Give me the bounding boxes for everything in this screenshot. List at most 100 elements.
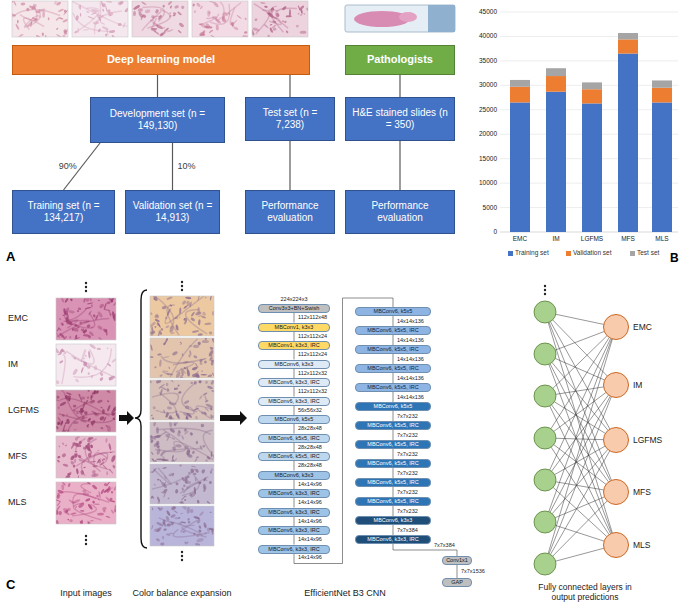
bar-segment [546, 68, 566, 76]
node-text: MBConv6, k3x3, IRC [268, 546, 319, 553]
node-text: MBConv1, k3x3 [275, 324, 314, 331]
connector [457, 565, 458, 578]
process-box: Training set (n = 134,217) [12, 190, 115, 234]
connector [393, 373, 394, 383]
connector [393, 525, 394, 535]
category-label: MLS [655, 235, 668, 242]
node-text: MBConv6, k3x3, IRC [268, 398, 319, 405]
node-text: MBConv6, k5x5, IRC [367, 498, 418, 505]
bar-segment [652, 80, 672, 87]
node-text: Deep learning model [107, 53, 215, 66]
cnn-block: MBConv6, k5x5, IRC [355, 364, 431, 373]
image-border [56, 436, 116, 478]
cnn-block: MBConv6, k5x5, IRC [355, 383, 431, 392]
panel-caption: EfficientNet B3 CNN [304, 588, 385, 598]
panel-letter: A [6, 250, 15, 265]
process-box: Development set (n = 149,130) [90, 97, 225, 143]
cnn-block: MBConv6, k5x5, IRC [355, 497, 431, 506]
cnn-block: MBConv6, k3x3, IRC [258, 378, 330, 387]
node-text: MBConv6, k5x5 [275, 416, 314, 423]
node-text: MBConv6, k3x3 [374, 517, 413, 524]
output-node: MLS [602, 531, 666, 559]
node-text: Validation set (n = 14,913) [132, 200, 213, 224]
bar-segment [510, 80, 530, 87]
image-border [150, 338, 214, 378]
node-text: MBConv6, k5x5, IRC [367, 384, 418, 391]
hidden-neurons [534, 301, 556, 575]
output-node: EMC [602, 313, 666, 341]
node-text: H&E stained slides (n = 350) [352, 107, 448, 131]
cnn-block: MBConv6, k3x3 [355, 516, 431, 525]
edge-label: 14x14x136 [397, 356, 424, 363]
tissue-image [72, 1, 128, 37]
bar-segment [582, 103, 602, 232]
axis-tick-label: 5000 [483, 204, 497, 211]
output-circle [602, 313, 630, 341]
process-box: Validation set (n = 14,913) [125, 190, 220, 234]
image-border [150, 506, 214, 546]
legend-swatch [630, 251, 635, 256]
node-text: Conv1x1 [446, 557, 468, 564]
legend-entry: Training set [508, 249, 549, 257]
edge-label: 7x7x232 [397, 489, 418, 496]
edge-label: 56x56x32 [298, 407, 322, 414]
flow-arrow [119, 411, 134, 425]
node-text: MBConv6, k5x5, IRC [367, 346, 418, 353]
cnn-block: MBConv6, k5x5, IRC [355, 326, 431, 335]
edge-label: 14x14x96 [298, 536, 322, 543]
row-label: MFS [8, 451, 27, 461]
node-text: MBConv6, k5x5, IRC [367, 441, 418, 448]
connector [294, 443, 295, 453]
connector [393, 506, 394, 516]
process-box: Performance evaluation [245, 190, 335, 234]
node-text: EMC [633, 322, 652, 332]
legend-text: Test set [637, 249, 659, 257]
process-box: H&E stained slides (n = 350) [345, 97, 455, 141]
edge-label: 7x7x232 [397, 413, 418, 420]
edge-label: 28x28x48 [298, 462, 322, 469]
bar-chart [500, 12, 678, 232]
connector [294, 332, 295, 342]
connector [294, 517, 295, 527]
cnn-block: Conv1x1 [442, 556, 472, 565]
node-text: MBConv6, k5x5, IRC [367, 365, 418, 372]
cnn-block: MBConv6, k5x5 [355, 307, 431, 316]
cnn-block: MBConv6, k3x3, IRC [258, 397, 330, 406]
connector [399, 75, 400, 97]
output-circle [602, 531, 630, 559]
connector [294, 313, 295, 323]
dimension-label: 224x224x3 [281, 296, 308, 303]
image-border [56, 482, 116, 524]
edge-label: 7x7x384 [397, 527, 418, 534]
image-border [56, 344, 116, 386]
flow-arrow [220, 411, 247, 425]
tissue-image [252, 1, 308, 37]
node-text: GAP [451, 579, 463, 586]
node-text: Performance evaluation [352, 200, 448, 224]
connector [393, 316, 394, 326]
connector [294, 350, 295, 360]
connector [289, 75, 290, 97]
edge-label: 10% [178, 161, 196, 171]
edge-label: 112x112x48 [298, 314, 327, 321]
cnn-block: MBConv6, k5x5 [355, 402, 431, 411]
edge-label: 14x14x136 [397, 375, 424, 382]
node-text: Conv3x3+BN+Swish [269, 305, 319, 312]
panel-caption: Color balance expansion [132, 588, 231, 598]
category-label: LGFMS [581, 235, 603, 242]
node-text: MBConv6, k5x5, IRC [268, 435, 319, 442]
cnn-block: MBConv6, k5x5, IRC [355, 459, 431, 468]
bar-segment [582, 82, 602, 89]
panel-caption: Input images [60, 588, 112, 598]
ellipsis-dots [85, 282, 87, 292]
image-border [12, 1, 68, 37]
tissue-image [56, 390, 116, 432]
connector [393, 335, 394, 345]
edge-label: 112x112x24 [298, 351, 327, 358]
image-border [150, 380, 214, 420]
node-text: LGFMS [633, 435, 662, 445]
tissue-image [150, 296, 214, 336]
connector [294, 461, 295, 471]
row-label: LGFMS [8, 405, 39, 415]
